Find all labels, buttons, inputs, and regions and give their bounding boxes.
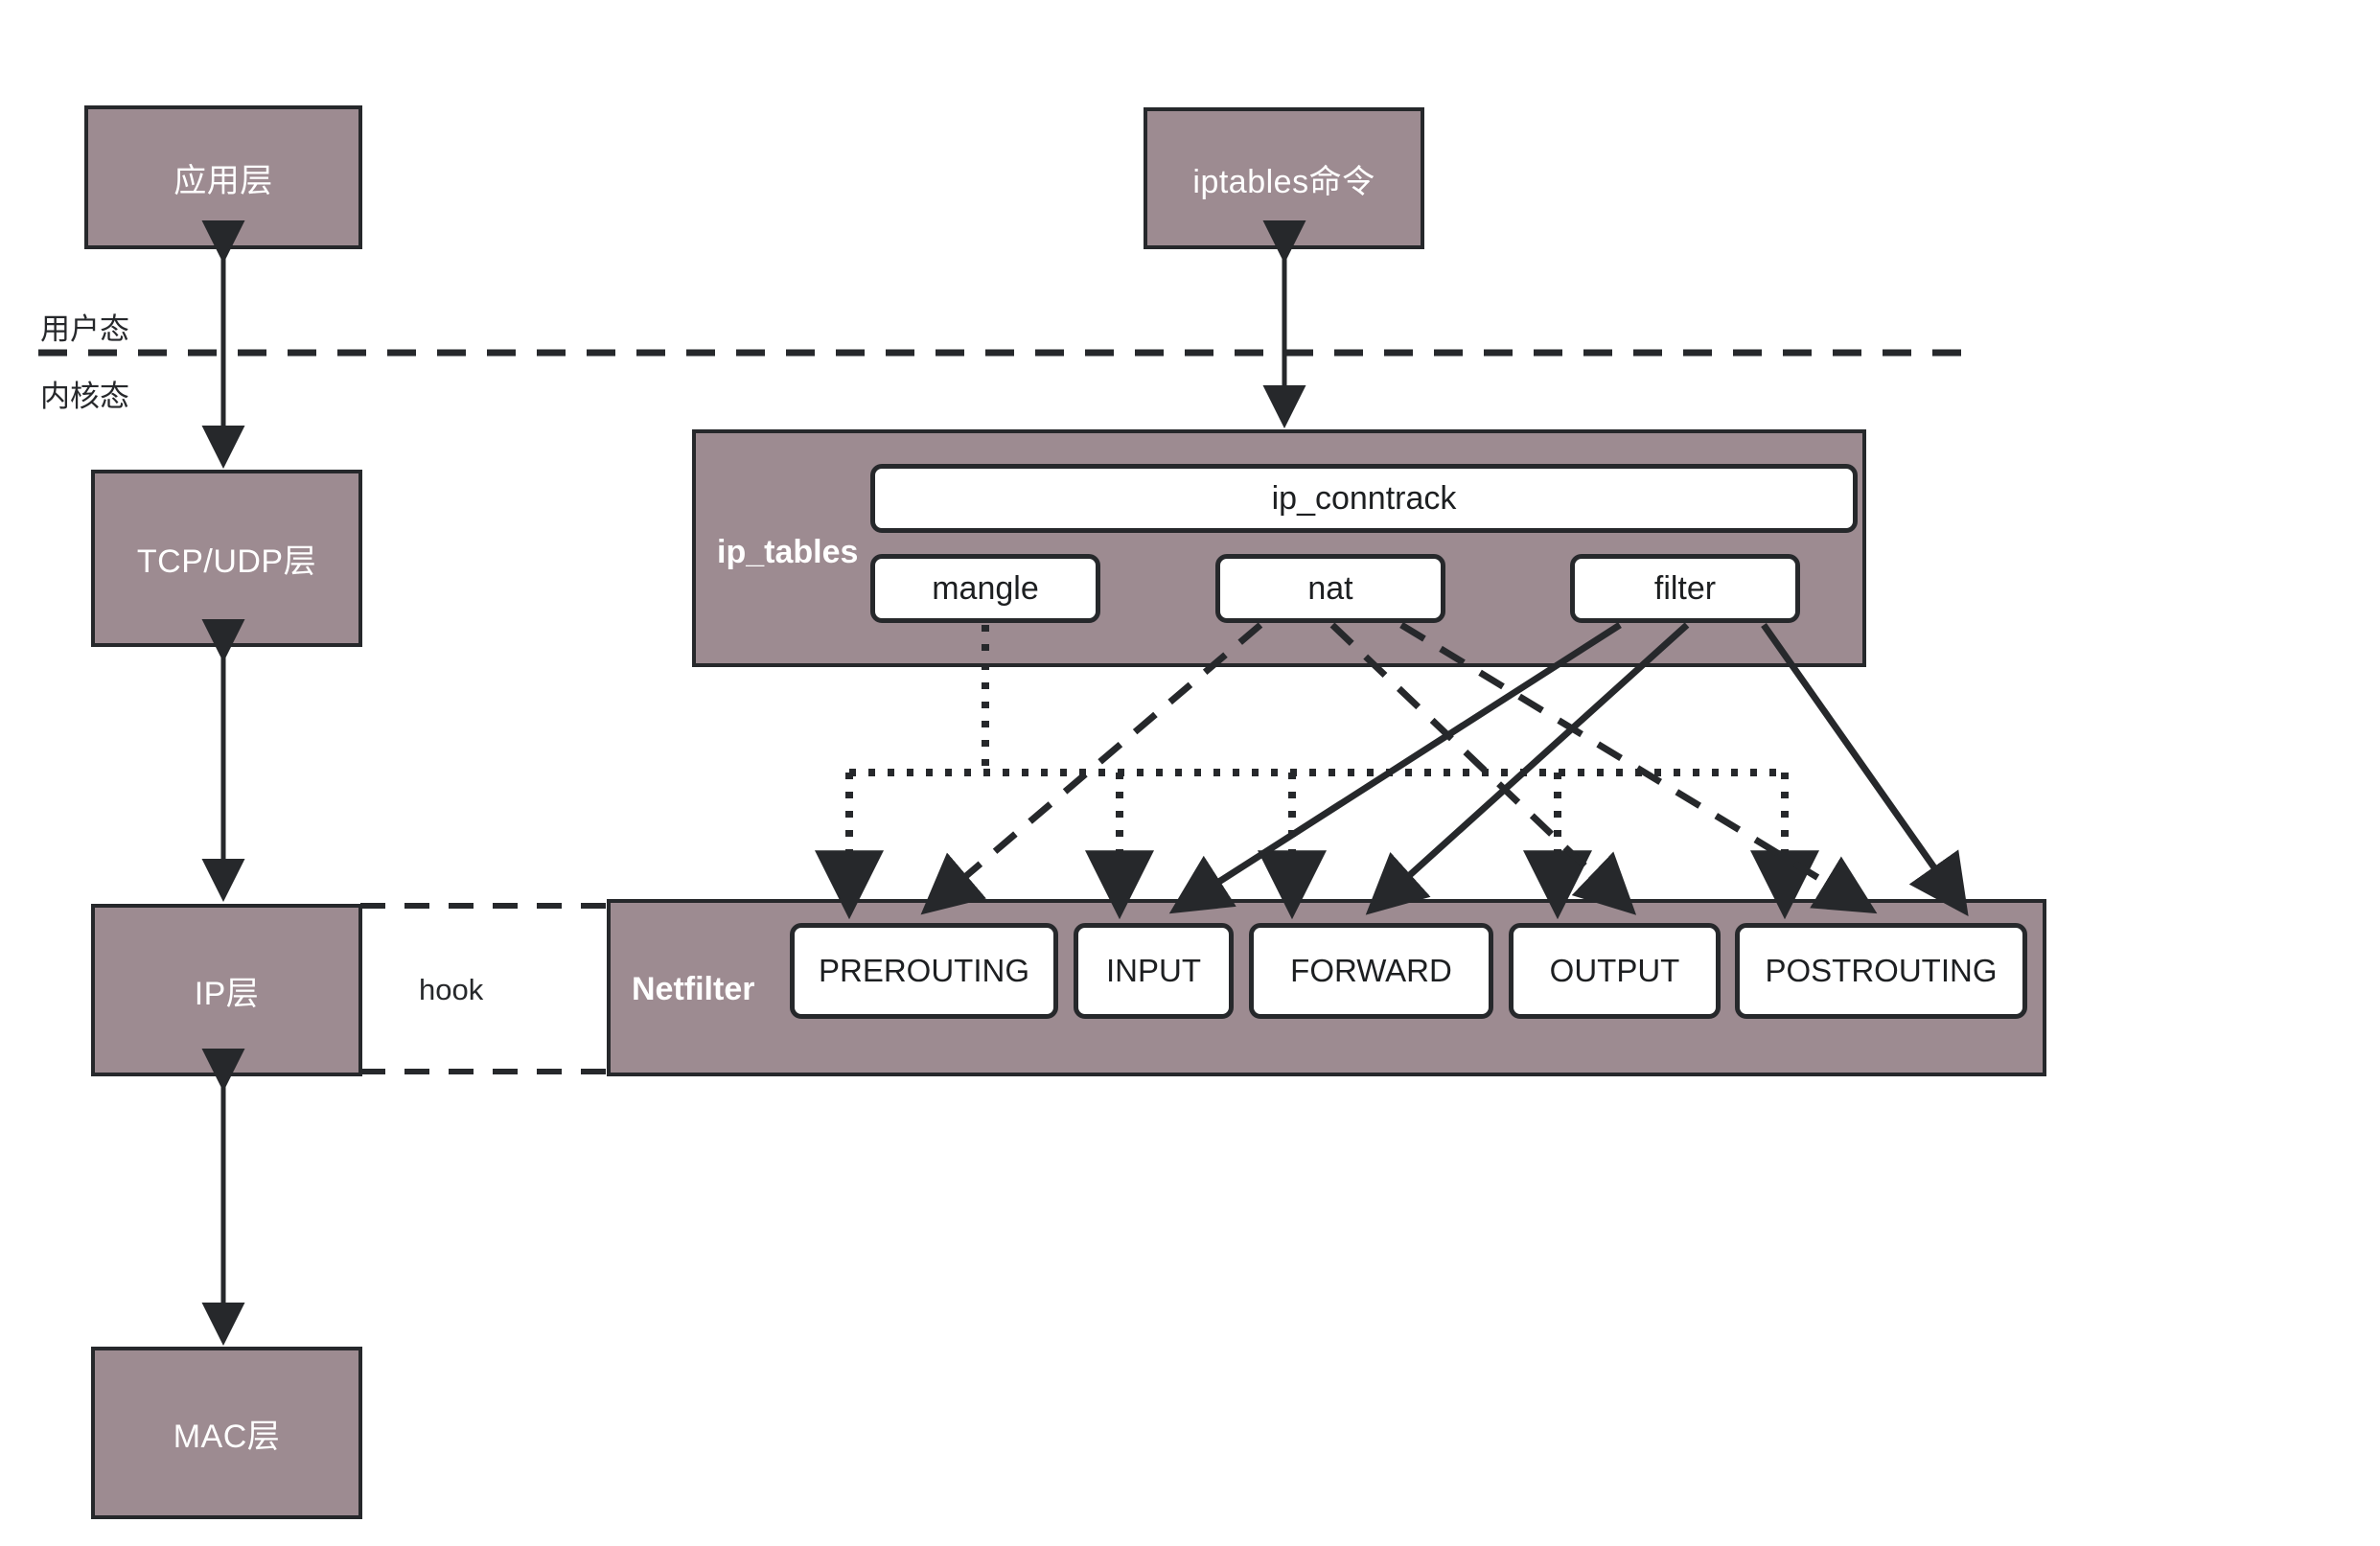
ip-layer-box[interactable]: IP层 — [91, 904, 362, 1076]
chain-input-label: INPUT — [1106, 953, 1201, 988]
chain-postrouting-box[interactable]: POSTROUTING — [1735, 923, 2027, 1019]
chain-postrouting-label: POSTROUTING — [1765, 953, 1998, 988]
filter-to-postrouting — [1761, 622, 1969, 917]
ip-layer-label: IP层 — [194, 975, 260, 1012]
transport-layer-label: TCP/UDP层 — [136, 543, 317, 580]
mac-layer-label: MAC层 — [173, 1418, 281, 1455]
filter-to-forward — [1365, 622, 1690, 915]
ip-tables-container-label: ip_tables — [717, 534, 859, 570]
filter-edges — [1168, 622, 1969, 917]
nat-edges — [920, 622, 1878, 915]
nat-to-output — [1329, 622, 1637, 915]
user-space-label: 用户态 — [40, 312, 129, 346]
hook-label: hook — [419, 973, 484, 1006]
chain-output-label: OUTPUT — [1549, 953, 1680, 988]
iptables-command-label: iptables命令 — [1192, 163, 1375, 200]
netfilter-container-label: Netfilter — [632, 971, 755, 1007]
kernel-space-label: 内核态 — [40, 380, 129, 413]
chain-forward-box[interactable]: FORWARD — [1249, 923, 1493, 1019]
table-filter-box[interactable]: filter — [1570, 554, 1800, 623]
nat-to-postrouting — [1399, 622, 1878, 914]
table-nat-box[interactable]: nat — [1215, 554, 1445, 623]
chain-prerouting-label: PREROUTING — [818, 953, 1029, 988]
nat-to-prerouting — [920, 622, 1263, 915]
mangle-edges — [815, 625, 1819, 920]
ip-conntrack-box[interactable]: ip_conntrack — [870, 464, 1858, 533]
table-mangle-label: mangle — [932, 569, 1039, 607]
table-mangle-box[interactable]: mangle — [870, 554, 1100, 623]
chain-input-box[interactable]: INPUT — [1074, 923, 1234, 1019]
transport-layer-box[interactable]: TCP/UDP层 — [91, 470, 362, 647]
chain-output-box[interactable]: OUTPUT — [1509, 923, 1721, 1019]
ip-conntrack-label: ip_conntrack — [1271, 479, 1457, 517]
table-nat-label: nat — [1307, 569, 1353, 607]
mac-layer-box[interactable]: MAC层 — [91, 1347, 362, 1519]
application-layer-label: 应用层 — [173, 162, 273, 199]
chain-forward-label: FORWARD — [1290, 953, 1452, 988]
iptables-command-box[interactable]: iptables命令 — [1144, 107, 1424, 249]
chain-prerouting-box[interactable]: PREROUTING — [790, 923, 1058, 1019]
application-layer-box[interactable]: 应用层 — [84, 105, 362, 249]
filter-to-input — [1168, 622, 1622, 914]
table-filter-label: filter — [1653, 569, 1717, 607]
